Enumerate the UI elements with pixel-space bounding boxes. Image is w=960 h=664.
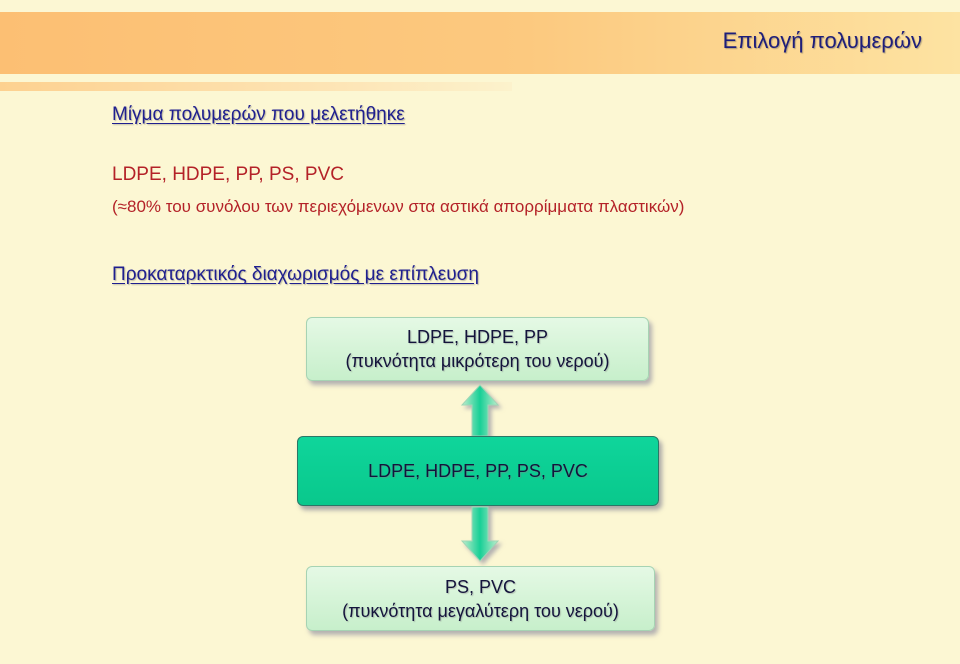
section-heading-flotation: Προκαταρκτικός διαχωρισμός με επίπλευση (112, 264, 479, 285)
arrow-down-icon (460, 506, 500, 562)
sinking-fraction-density: (πυκνότητα μεγαλύτερη του νερού) (342, 600, 619, 621)
mixed-polymers-label: LDPE, HDPE, PP, PS, PVC (368, 461, 588, 481)
title-divider (0, 82, 512, 91)
floating-fraction-box: LDPE, HDPE, PP (πυκνότητα μικρότερη του … (306, 317, 649, 381)
sinking-fraction-box: PS, PVC (πυκνότητα μεγαλύτερη του νερού) (306, 566, 655, 631)
arrow-up-icon (460, 384, 500, 437)
polymer-share-note: (≈80% του συνόλου των περιεχόμενων στα α… (112, 197, 685, 216)
floating-fraction-density: (πυκνότητα μικρότερη του νερού) (345, 351, 610, 371)
title-bar (0, 12, 960, 74)
section-heading-mixture: Μίγμα πολυμερών που μελετήθηκε (112, 104, 405, 125)
mixed-polymers-box: LDPE, HDPE, PP, PS, PVC (297, 436, 659, 506)
floating-fraction-polymers: LDPE, HDPE, PP (406, 327, 549, 347)
sinking-fraction-polymers: PS, PVC (444, 576, 517, 597)
slide-title: Επιλογή πολυμερών (722, 28, 922, 53)
polymer-list: LDPE, HDPE, PP, PS, PVC (112, 164, 344, 185)
